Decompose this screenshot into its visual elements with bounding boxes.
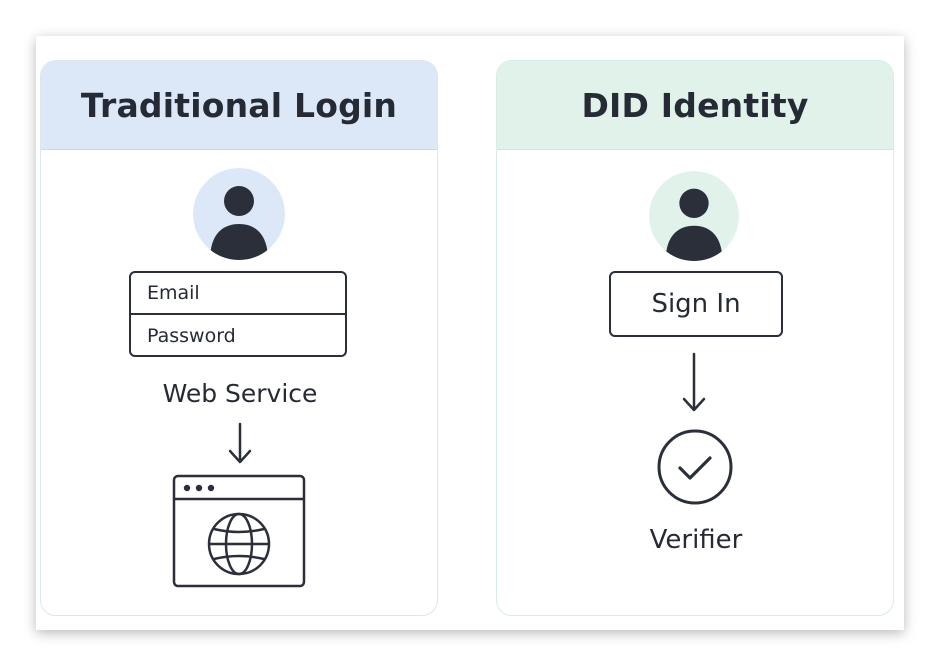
arrow-down-icon <box>682 352 706 412</box>
verifier-label: Verifier <box>649 525 743 555</box>
password-field[interactable]: Password <box>147 325 236 347</box>
arrow-down-icon <box>228 422 252 464</box>
check-circle-icon <box>657 429 733 505</box>
traditional-login-title: Traditional Login <box>41 61 437 150</box>
sign-in-button[interactable]: Sign In <box>609 271 783 337</box>
user-icon <box>193 168 285 260</box>
did-identity-title: DID Identity <box>497 61 893 150</box>
login-form: Email Password <box>129 271 347 357</box>
web-service-label: Web Service <box>162 379 318 408</box>
email-field[interactable]: Email <box>131 273 345 315</box>
did-identity-panel: DID Identity Sign In Verifier <box>496 60 894 616</box>
diagram-frame: Traditional Login Email Password Web Ser… <box>36 36 904 630</box>
browser-globe-icon <box>172 474 306 588</box>
user-icon <box>649 171 739 261</box>
traditional-login-panel: Traditional Login Email Password Web Ser… <box>40 60 438 616</box>
